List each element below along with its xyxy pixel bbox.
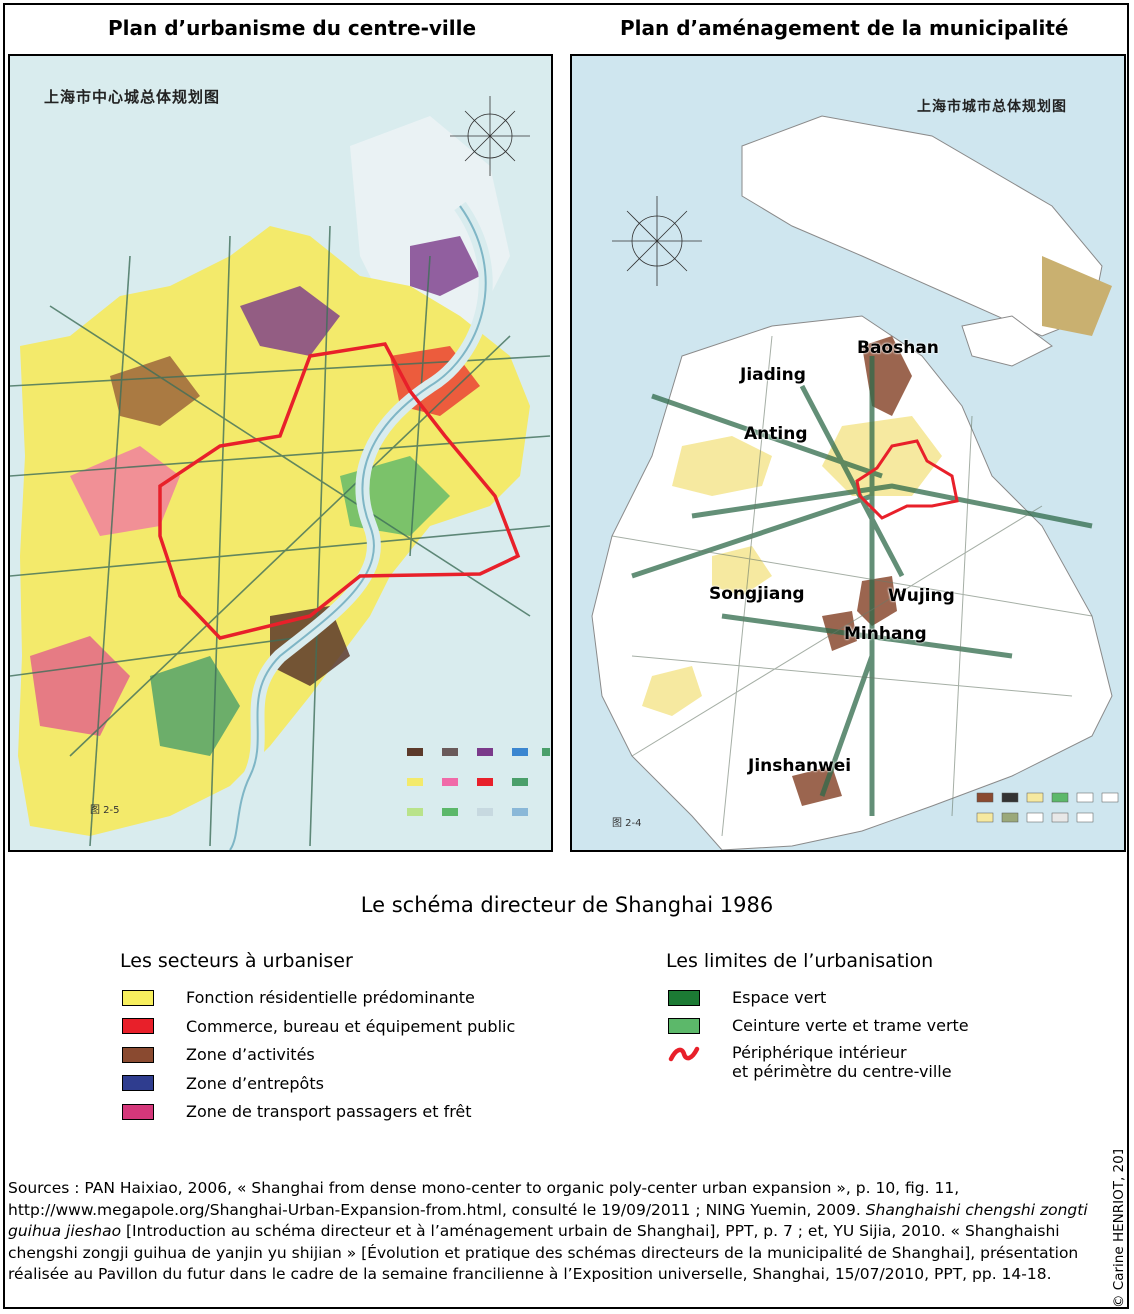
- legend-item-sector-1: Commerce, bureau et équipement public: [122, 1017, 515, 1036]
- right-panel-title: Plan d’aménagement de la municipalité: [620, 16, 1069, 40]
- inner-ring-road: [158, 342, 521, 640]
- legend-item-limit-0: Espace vert: [668, 988, 826, 1007]
- municipality-map-drawing: [572, 56, 1124, 850]
- city-label-jinshanwei: Jinshanwei: [748, 756, 852, 776]
- central-city-chinese-title: 上海市中心城总体规划图: [44, 88, 221, 106]
- legend-swatch: [122, 1075, 154, 1091]
- legend-item-sector-4: Zone de transport passagers et frêt: [122, 1102, 472, 1121]
- city-label-minhang: Minhang: [844, 624, 927, 644]
- municipality-plan-map: 上海市城市总体规划图 图 2-4 Baoshan Jiading Anting …: [570, 54, 1126, 852]
- municipality-figure-label: 图 2-4: [612, 818, 642, 829]
- city-label-baoshan: Baoshan: [857, 338, 939, 358]
- city-label-wujing: Wujing: [888, 586, 955, 606]
- central-city-map-drawing: [10, 56, 551, 850]
- legend-swatch: [668, 1017, 700, 1034]
- city-label-songjiang: Songjiang: [709, 584, 805, 604]
- central-city-figure-label: 图 2-5: [90, 805, 120, 816]
- legend-swatch: [668, 989, 700, 1006]
- legend-item-sector-2: Zone d’activités: [122, 1045, 315, 1064]
- legend-title: Le schéma directeur de Shanghai 1986: [360, 893, 774, 917]
- copyright-notice: © Carine HENRIOT, 2012: [1111, 1150, 1127, 1308]
- left-panel-title: Plan d’urbanisme du centre-ville: [108, 16, 477, 40]
- legend-swatch: [122, 1046, 154, 1063]
- legend-label: Ceinture verte et trame verte: [732, 1016, 969, 1035]
- legend-label: Zone d’activités: [186, 1045, 315, 1064]
- limits-heading: Les limites de l’urbanisation: [666, 950, 934, 972]
- sectors-heading: Les secteurs à urbaniser: [120, 950, 353, 972]
- legend-item-sector-3: Zone d’entrepôts: [122, 1074, 324, 1093]
- city-label-anting: Anting: [744, 424, 808, 444]
- legend-label: Espace vert: [732, 988, 827, 1007]
- figure-frame: [3, 3, 1129, 1309]
- inner-ring-road-small: [855, 439, 959, 520]
- legend-swatch: [122, 989, 154, 1006]
- city-label-jiading: Jiading: [740, 365, 806, 385]
- legend-label: Zone de transport passagers et frêt: [186, 1102, 472, 1121]
- sources-part-1: Sources : PAN Haixiao, 2006, « Shanghai …: [8, 1179, 960, 1219]
- ring-road-line-icon: [668, 1046, 700, 1062]
- sources-part-2: [Introduction au schéma directeur et à l…: [8, 1222, 1079, 1283]
- legend-swatch: [122, 1103, 154, 1120]
- ring-road-label-1: Périphérique intérieur: [732, 1043, 907, 1062]
- municipality-chinese-title: 上海市城市总体规划图: [917, 99, 1067, 115]
- legend-item-limit-1: Ceinture verte et trame verte: [668, 1016, 969, 1035]
- central-city-plan-map: 上海市中心城总体规划图 图 2-5: [8, 54, 553, 852]
- legend-item-sector-0: Fonction résidentielle prédominante: [122, 988, 475, 1007]
- legend-label: Zone d’entrepôts: [186, 1073, 324, 1093]
- legend-item-ring-road: Périphérique intérieur et périmètre du c…: [668, 1043, 952, 1081]
- legend-label: Fonction résidentielle prédominante: [186, 988, 475, 1007]
- legend-swatch: [122, 1018, 154, 1034]
- legend-label: Commerce, bureau et équipement public: [186, 1016, 516, 1036]
- svg-text:© Carine HENRIOT, 2012: © Carine HENRIOT, 2012: [1111, 1150, 1127, 1308]
- sources-text: Sources : PAN Haixiao, 2006, « Shanghai …: [8, 1178, 1103, 1286]
- ring-road-label-2: et périmètre du centre-ville: [732, 1062, 952, 1081]
- sources-italic-title: Shanghaishi chengshi zongti guihua jiesh…: [8, 1200, 1088, 1241]
